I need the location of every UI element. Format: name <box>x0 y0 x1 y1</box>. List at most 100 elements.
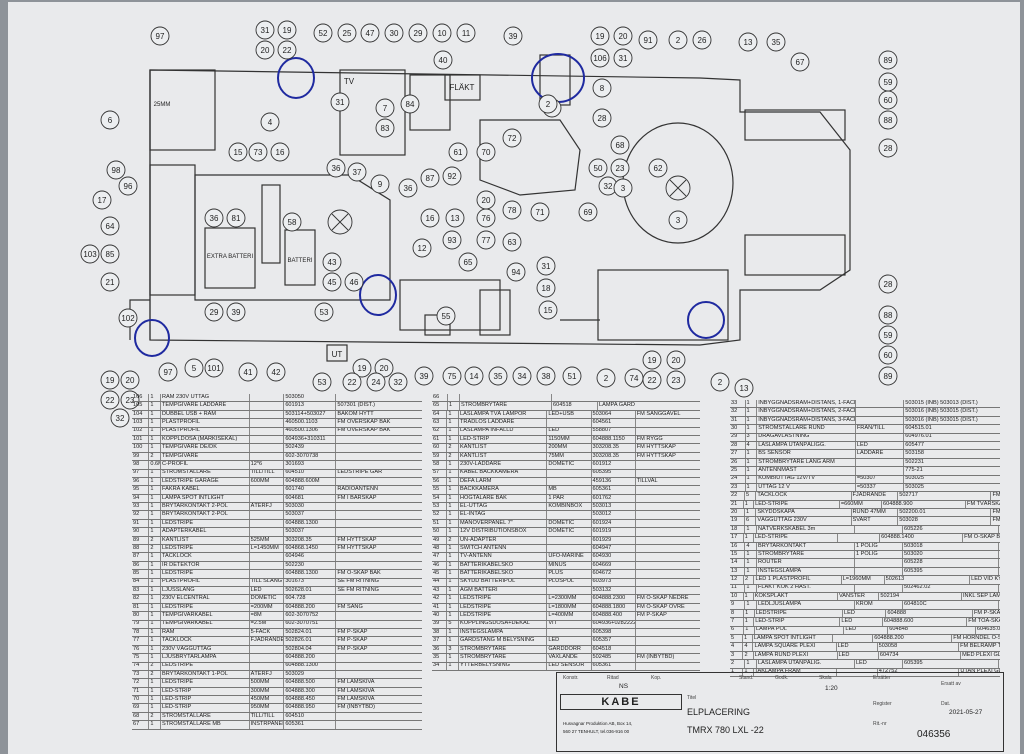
table-cell: 1 <box>447 477 460 486</box>
callout-circle <box>790 52 810 72</box>
table-cell: 604888.1300 <box>284 519 337 528</box>
table-cell: BACKKAMERA <box>459 486 548 494</box>
table-cell: LEDSTRIPE <box>161 570 250 578</box>
table-cell: 1 <box>746 425 758 433</box>
table-cell: 1 <box>149 595 162 603</box>
callout-number: 19 <box>106 376 115 385</box>
callout-circle <box>412 238 432 258</box>
table-cell: 3 <box>746 433 758 441</box>
table-cell: 105 <box>132 402 150 410</box>
table-cell <box>250 435 285 444</box>
callout-circle <box>592 108 612 128</box>
table-cell: 1 <box>149 469 162 477</box>
table-cell: TRÄDLÖS LADDARE <box>459 419 548 427</box>
table-cell: 102 <box>132 427 150 435</box>
table-cell: 775-21 <box>905 467 923 474</box>
table-cell: EL-UTTAG <box>459 503 548 511</box>
callout-circle <box>878 325 898 345</box>
table-cell: TILL SLANG <box>250 578 285 586</box>
callout-circle <box>420 208 440 228</box>
callout-number: 34 <box>518 372 527 381</box>
table-cell: 1 <box>745 567 758 576</box>
table-cell <box>336 671 422 678</box>
table-cell: TEMPGIVARE <box>161 452 250 461</box>
table-cell <box>636 621 700 628</box>
callout-circle <box>360 23 380 43</box>
table-cell <box>636 629 700 636</box>
table-cell: 1 <box>745 601 758 609</box>
callout-circle <box>384 23 404 43</box>
table-cell: FM RYGG <box>636 435 663 442</box>
table-cell: LED-STRIP <box>754 618 841 626</box>
table-cell: 950MM <box>250 704 285 712</box>
callout-circle <box>100 272 120 292</box>
table-cell: STRÖMBRYTARE <box>459 645 548 654</box>
table-cell: 507301 (DIST.) <box>337 402 375 409</box>
table-cell: SE FM RITNING <box>337 578 379 585</box>
table-cell <box>636 663 700 670</box>
callout-number: 19 <box>283 26 292 35</box>
table-cell <box>336 621 422 628</box>
table-cell: 604888.300 <box>284 687 337 696</box>
table-cell: LEDSTRIPE <box>161 545 250 553</box>
table-cell: 67 <box>132 721 150 729</box>
table-cell: INSTRPANEL <box>250 721 285 729</box>
table-cell: 1 <box>744 618 755 626</box>
table-cell: KOPPLDOSA (MARKISEKAL) <box>161 435 250 444</box>
callout-number: 63 <box>508 238 517 247</box>
table-cell: SKYDD BATTERIPOL <box>459 578 548 586</box>
table-cell: FM HYTTSKÅP <box>636 444 676 451</box>
callout-number: 15 <box>544 306 553 315</box>
stand-label: Stand. <box>739 675 754 681</box>
callout-circle <box>530 202 550 222</box>
callout-number: 35 <box>772 38 781 47</box>
table-cell: LED 1 PLASTPROFIL <box>754 576 842 584</box>
table-cell: 2 <box>149 662 162 670</box>
table-cell <box>336 721 422 728</box>
table-cell: 1 <box>746 408 758 416</box>
table-cell: 2 <box>149 452 162 461</box>
callout-circle <box>538 94 558 114</box>
table-cell: 1 <box>149 486 162 494</box>
table-cell: 16 <box>730 542 746 550</box>
table-cell: 503020 <box>903 551 999 559</box>
callout-number: 38 <box>542 372 551 381</box>
callout-circle <box>204 302 224 322</box>
table-cell: 83 <box>132 586 150 595</box>
table-cell: LEDSTRIPE <box>161 519 250 528</box>
table-cell: LADDARE <box>856 450 905 458</box>
callout-circle <box>433 50 453 70</box>
table-cell: 1 <box>745 525 758 534</box>
table-cell <box>636 495 700 502</box>
callout-circle <box>388 372 408 392</box>
callout-circle <box>562 366 582 386</box>
table-cell: 604888.200 <box>284 654 337 662</box>
table-cell: 604848 <box>888 626 976 634</box>
table-cell: STRÖMBRYTARE LÅNG ARM <box>757 458 856 467</box>
callout-number: 32 <box>116 414 125 423</box>
callout-number: 60 <box>884 96 893 105</box>
callout-circle <box>488 366 508 386</box>
table-cell: 10 <box>730 592 744 601</box>
callout-circle <box>398 178 418 198</box>
callout-circle <box>648 158 668 178</box>
callout-number: 102 <box>121 314 135 323</box>
table-cell: LÄSLAMPA UTANPÅLIGG. <box>757 441 856 450</box>
callout-circle <box>878 366 898 386</box>
table-cell: MANÖVERPANEL 7" <box>459 519 548 528</box>
table-cell: LAMPA POL <box>755 626 845 634</box>
table-cell: 56 <box>432 477 448 486</box>
table-cell: 4 <box>743 643 754 651</box>
table-cell: 1 <box>149 494 162 503</box>
